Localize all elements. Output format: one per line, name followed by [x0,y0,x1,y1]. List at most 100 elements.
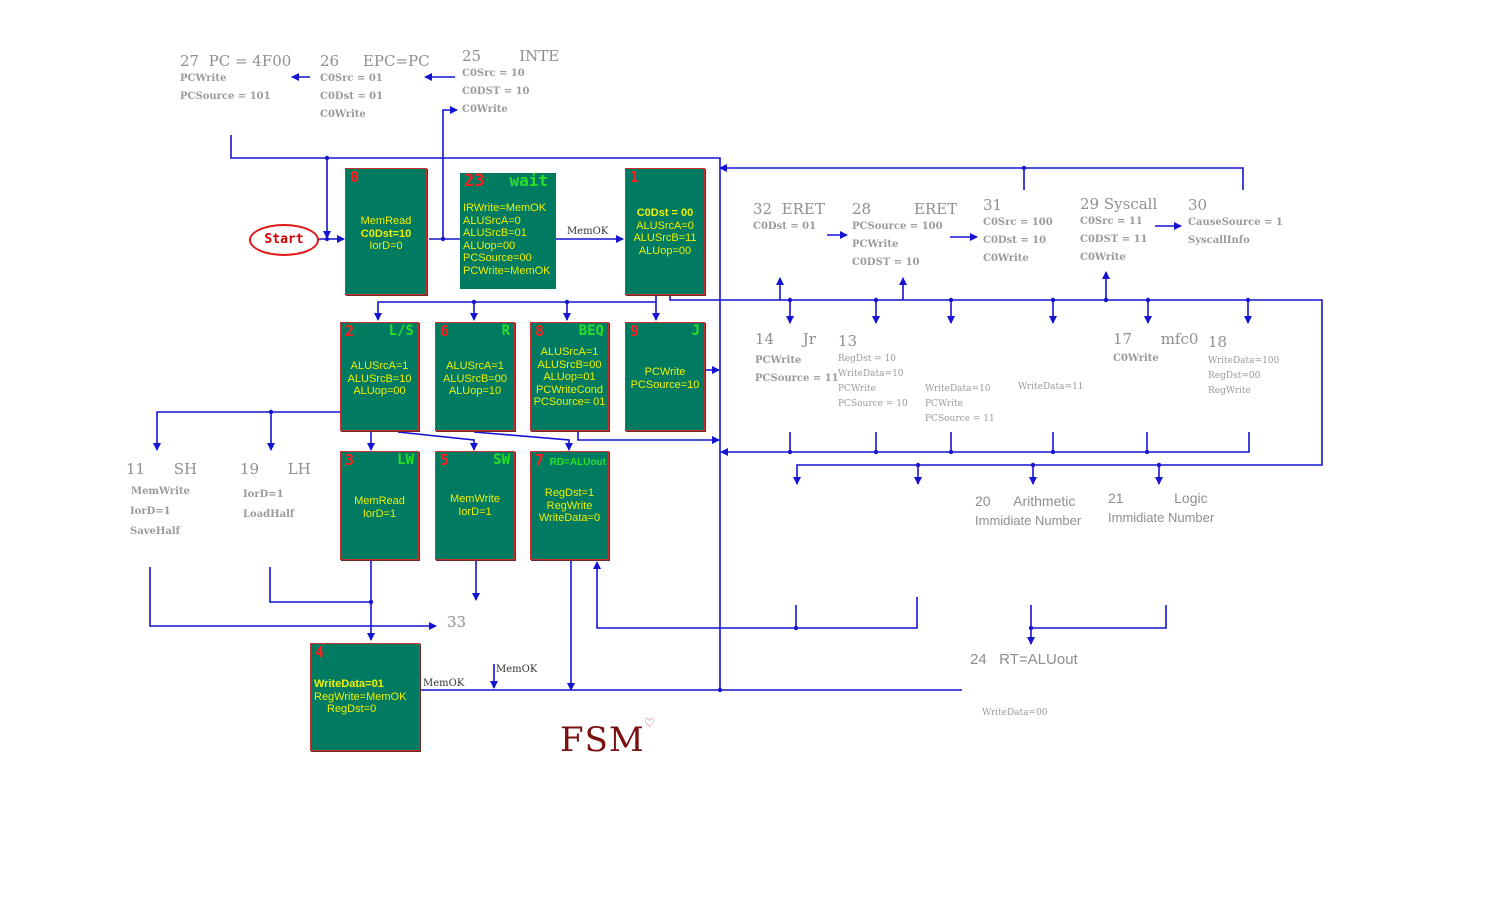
signal-line: ALUSrcA=1 [350,360,409,372]
state-number: 6 [440,322,450,340]
start-node[interactable]: Start [249,224,319,256]
signal-line: WriteData=11 [1018,382,1084,392]
state-18[interactable]: 18 WriteData=100 RegDst=00 RegWrite [1208,333,1279,399]
signal-line: RegWrite [546,499,593,512]
state-title: 18 [1208,333,1228,351]
signal-line: IorD=1 [458,505,492,518]
state-30[interactable]: 30 CauseSource = 1 SyscallInfo [1188,196,1283,250]
signal-line: ALUSrcB=11 [633,232,697,244]
signal-line: PCSource = 11 [925,414,995,424]
heart-icon: ♡ [644,716,655,730]
signal-line: PCSource=10 [630,378,700,391]
signal-line: ALUop=00 [353,385,406,397]
state-title: 11 SH [126,460,198,478]
state-24[interactable]: 24 RT=ALUout WriteData=00 [970,651,1078,721]
signal-line: RegDst = 10 [838,354,897,364]
state-26[interactable]: 26 EPC=PC C0Src = 01 C0Dst = 01 C0Write [320,52,430,124]
signal-line: PCWrite [852,239,899,250]
signal-line: C0Write [1080,252,1126,263]
state-tag: RD=ALUout [549,457,606,468]
state-box-23[interactable]: 23 wait IRWrite=MemOK ALUSrcA=0 ALUSrcB=… [460,173,556,289]
state-tag: BEQ [578,323,604,339]
state-title: 29 Syscall [1080,195,1158,213]
state-box-1[interactable]: 1 C0Dst = 00 ALUSrcA=0 ALUSrcB=11 ALUop=… [625,168,705,295]
signal-line: MemRead [360,215,412,227]
signal-line: MemWrite [450,493,500,505]
state-21[interactable]: 21 Logic Immidiate Number [1108,490,1214,525]
state-31[interactable]: 31 C0Src = 100 C0Dst = 10 C0Write [983,196,1053,268]
state-29[interactable]: 29 Syscall C0Src = 11 C0DST = 11 C0Write [1080,195,1157,267]
state-tag: J [691,323,700,339]
signal-line: ALUop=00 [463,239,516,252]
state-11[interactable]: 11 SH MemWrite IorD=1 SaveHalf [126,460,197,542]
signal-line: C0Write [1113,353,1159,364]
wire-to-inte [442,106,458,239]
signal-line: PCWrite [644,366,686,378]
state-14[interactable]: 14 Jr PCWrite PCSource = 11 [755,330,839,388]
edge-label-memok: MemOK [496,664,538,675]
signal-line: PCSource = 11 [755,373,839,384]
signal-line: C0Write [983,253,1029,264]
signal-line: ALUSrcB=00 [537,358,602,371]
signal-line: ALUSrcB=10 [347,372,412,385]
state-box-5[interactable]: 5 SW MemWrite IorD=1 [435,451,515,560]
state-32[interactable]: 32 ERET C0Dst = 01 [753,200,825,236]
state-title: 30 [1188,196,1208,214]
state-number: 23 [464,171,485,191]
signal-line: RegDst=0 [327,703,377,715]
state-box-9[interactable]: 9 J PCWrite PCSource=10 [625,322,705,431]
state-box-4[interactable]: 4 WriteData=01 RegWrite=MemOK RegDst=0 [310,643,420,751]
signal-line: C0DST = 10 [462,86,530,97]
signal-line: C0Dst=10 [360,227,412,240]
signal-line: LoadHalf [243,509,295,520]
signal-line: ALUop=00 [638,244,692,257]
state-title: 17 mfc0 [1113,330,1199,348]
state-13[interactable]: 13 RegDst = 10 WriteData=10 PCWrite PCSo… [838,332,908,412]
state-33[interactable]: 33 [447,613,466,631]
signal-line: SaveHalf [130,526,180,537]
state-title: 33 [447,613,467,631]
signal-line: C0DST = 11 [1080,234,1148,245]
signal-line: ALUSrcB=00 [443,372,507,385]
signal-line: C0Dst = 00 [636,207,694,219]
signal-line: ALUop=10 [448,385,502,397]
signal-line: PCSource = 100 [852,221,943,232]
signal-line: C0Dst = 01 [753,221,817,232]
signal-line: ALUSrcA=1 [540,346,599,358]
state-28[interactable]: 28 ERET PCSource = 100 PCWrite C0DST = 1… [852,200,957,272]
state-16[interactable]: WriteData=11 [1018,380,1084,395]
state-title: 26 EPC=PC [320,52,430,70]
signal-line: ALUSrcA=0 [463,214,521,227]
state-27[interactable]: 27 PC = 4F00 PCWrite PCSource = 101 [180,52,291,106]
state-box-0[interactable]: 0 MemRead C0Dst=10 IorD=0 [345,168,427,295]
state-tag: wait [509,171,548,190]
signal-line: PCWrite=MemOK [463,264,551,277]
state-box-8[interactable]: 8 BEQ ALUSrcA=1 ALUSrcB=00 ALUop=01 PCWr… [530,322,609,431]
signal-line: MemWrite [131,486,190,497]
state-box-3[interactable]: 3 LW MemRead IorD=1 [340,451,419,560]
state-number: 7 [535,451,545,469]
wire-return-bus [720,167,1244,190]
state-title: 27 PC = 4F00 [180,52,292,70]
state-25[interactable]: 25 INTE C0Src = 10 C0DST = 10 C0Write [462,47,559,119]
state-15[interactable]: WriteData=10 PCWrite PCSource = 11 [925,382,995,427]
state-number: 9 [630,322,640,340]
signal-line: Immidiate Number [975,513,1082,528]
wire-mid-return [722,432,1250,453]
signal-line: RegDst=00 [1208,371,1261,381]
state-19[interactable]: 19 LH IorD=1 LoadHalf [240,460,311,525]
state-number: 1 [630,168,640,186]
wire-top-bus [230,135,721,690]
state-box-7[interactable]: 7 RD=ALUout RegDst=1 RegWrite WriteData=… [530,451,609,560]
signal-line: C0Dst = 10 [983,235,1047,246]
state-box-6[interactable]: 6 R ALUSrcA=1 ALUSrcB=00 ALUop=10 [435,322,515,431]
state-box-2[interactable]: 2 L/S ALUSrcA=1 ALUSrcB=10 ALUop=00 [340,322,419,431]
signal-line: PCWrite [180,73,227,84]
signal-line: IorD=1 [362,507,397,520]
state-tag: R [501,323,510,339]
signal-line: ALUSrcA=0 [636,219,694,232]
diagram-title: FSM [560,720,645,760]
state-20[interactable]: 20 Arithmetic Immidiate Number [975,493,1081,528]
state-17[interactable]: 17 mfc0 C0Write [1113,330,1198,368]
signal-line: WriteData=100 [1208,356,1280,366]
